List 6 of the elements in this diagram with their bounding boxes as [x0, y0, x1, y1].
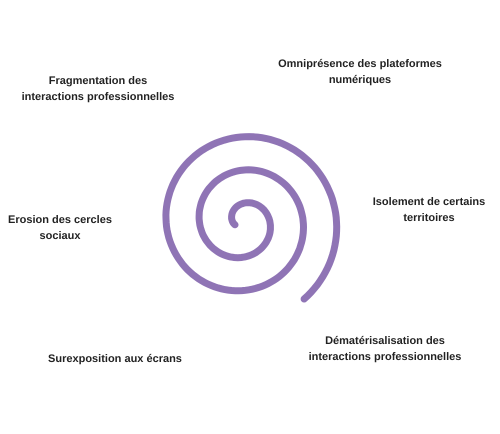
- text-label: Erosion des cercles sociaux: [7, 213, 113, 244]
- text-label: Dématérisalisation des interactions professionnelles: [308, 334, 462, 365]
- text-label: Isolement de certains territoires: [372, 195, 486, 226]
- text-label: Surexposition aux écrans: [47, 352, 183, 367]
- text-label: Fragmentation des interactions professionnelles: [20, 74, 176, 105]
- text-label: Omniprésence des plateformes numériques: [277, 57, 443, 88]
